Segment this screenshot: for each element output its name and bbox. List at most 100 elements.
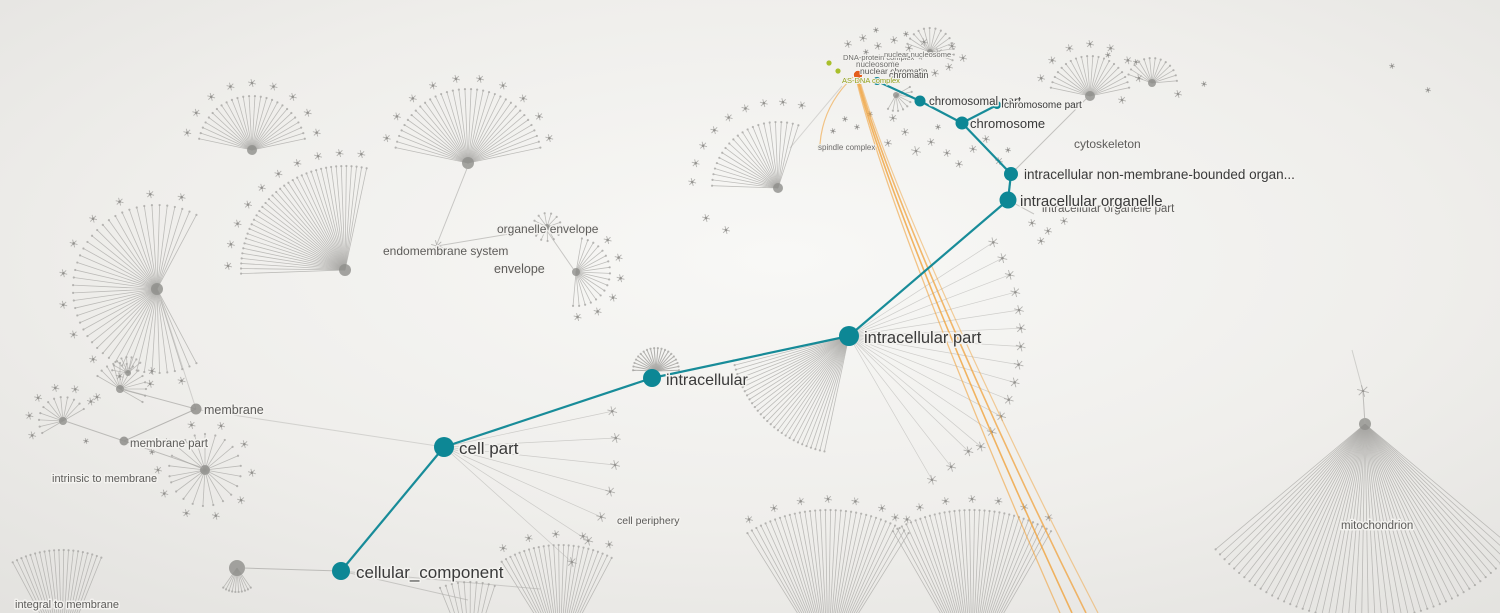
leaf-node-icon[interactable]	[1118, 96, 1126, 104]
leaf-node-icon[interactable]	[988, 237, 999, 248]
leaf-node-icon[interactable]	[933, 48, 943, 58]
leaf-node-icon[interactable]	[955, 160, 963, 168]
leaf-node-icon[interactable]	[51, 383, 60, 392]
leaf-node-icon[interactable]	[28, 431, 37, 440]
leaf-node-icon[interactable]	[872, 26, 880, 34]
leaf-node-icon[interactable]	[183, 128, 192, 137]
leaf-node-icon[interactable]	[1015, 323, 1026, 334]
leaf-node-icon[interactable]	[969, 145, 977, 153]
leaf-node-icon[interactable]	[240, 440, 249, 449]
leaf-node-icon[interactable]	[1200, 80, 1208, 88]
leaf-node-icon[interactable]	[610, 460, 621, 470]
leaf-node-icon[interactable]	[1003, 394, 1014, 405]
term-node[interactable]	[119, 436, 129, 446]
leaf-node-icon[interactable]	[963, 446, 974, 457]
leaf-node-icon[interactable]	[293, 159, 302, 168]
leaf-node-icon[interactable]	[428, 81, 437, 90]
leaf-node-icon[interactable]	[699, 141, 708, 150]
leaf-node-icon[interactable]	[901, 128, 909, 136]
leaf-node-icon[interactable]	[616, 274, 625, 283]
leaf-node-icon[interactable]	[244, 200, 252, 209]
leaf-node-icon[interactable]	[452, 74, 460, 83]
leaf-node-icon[interactable]	[1132, 58, 1140, 66]
leaf-node-icon[interactable]	[69, 239, 78, 248]
leaf-node-icon[interactable]	[959, 54, 967, 62]
highlighted-term-node[interactable]	[826, 60, 832, 66]
leaf-node-icon[interactable]	[603, 236, 612, 244]
leaf-node-icon[interactable]	[93, 393, 101, 401]
collapsed-cluster[interactable]	[11, 548, 103, 613]
leaf-node-icon[interactable]	[609, 293, 617, 302]
collapsed-cluster[interactable]	[239, 164, 368, 276]
leaf-node-icon[interactable]	[927, 138, 935, 146]
leaf-node-icon[interactable]	[146, 190, 155, 199]
collapsed-cluster[interactable]	[710, 120, 800, 193]
leaf-node-icon[interactable]	[177, 193, 186, 202]
collapsed-cluster[interactable]	[111, 355, 142, 376]
leaf-node-icon[interactable]	[86, 397, 95, 406]
leaf-node-icon[interactable]	[596, 512, 607, 522]
leaf-node-icon[interactable]	[824, 495, 832, 503]
leaf-node-icon[interactable]	[975, 441, 986, 452]
leaf-node-icon[interactable]	[891, 513, 900, 522]
leaf-node-icon[interactable]	[778, 98, 787, 107]
leaf-node-icon[interactable]	[982, 135, 990, 143]
leaf-node-icon[interactable]	[920, 38, 928, 46]
leaf-node-icon[interactable]	[844, 40, 852, 48]
leaf-node-icon[interactable]	[948, 42, 956, 50]
leaf-node-icon[interactable]	[874, 42, 882, 50]
leaf-node-icon[interactable]	[233, 219, 242, 228]
leaf-node-icon[interactable]	[573, 312, 582, 321]
leaf-node-icon[interactable]	[890, 36, 898, 44]
leaf-node-icon[interactable]	[535, 112, 544, 121]
leaf-node-icon[interactable]	[1004, 269, 1015, 280]
leaf-node-icon[interactable]	[519, 94, 528, 103]
leaf-node-icon[interactable]	[115, 372, 124, 381]
leaf-node-icon[interactable]	[1065, 44, 1074, 53]
leaf-node-icon[interactable]	[946, 461, 957, 472]
leaf-node-icon[interactable]	[917, 53, 925, 61]
leaf-node-icon[interactable]	[841, 115, 849, 123]
leaf-node-icon[interactable]	[607, 406, 618, 417]
collapsed-cluster[interactable]	[1127, 57, 1179, 87]
leaf-node-icon[interactable]	[1060, 217, 1068, 225]
leaf-node-icon[interactable]	[1010, 287, 1021, 298]
leaf-node-icon[interactable]	[115, 197, 124, 206]
leaf-node-icon[interactable]	[829, 127, 837, 135]
leaf-node-icon[interactable]	[146, 379, 155, 388]
leaf-node-icon[interactable]	[741, 104, 750, 113]
leaf-node-icon[interactable]	[915, 503, 924, 512]
node-chromosomal_part[interactable]	[914, 95, 926, 107]
collapsed-cluster[interactable]	[394, 87, 542, 169]
leaf-node-icon[interactable]	[566, 557, 577, 568]
leaf-node-icon[interactable]	[408, 94, 417, 103]
leaf-node-icon[interactable]	[593, 307, 602, 316]
leaf-node-icon[interactable]	[224, 261, 233, 270]
leaf-node-icon[interactable]	[59, 269, 68, 278]
leaf-node-icon[interactable]	[905, 44, 913, 52]
leaf-node-icon[interactable]	[1086, 40, 1094, 48]
leaf-node-icon[interactable]	[927, 474, 937, 485]
leaf-node-icon[interactable]	[877, 504, 886, 513]
collapsed-cluster[interactable]	[500, 543, 613, 613]
leaf-node-icon[interactable]	[889, 60, 897, 68]
leaf-node-icon[interactable]	[71, 385, 80, 394]
leaf-node-icon[interactable]	[941, 497, 950, 506]
leaf-node-icon[interactable]	[1424, 86, 1432, 94]
leaf-node-icon[interactable]	[257, 183, 266, 192]
node-chromosome_part[interactable]	[993, 101, 1001, 109]
leaf-node-icon[interactable]	[154, 466, 162, 474]
leaf-node-icon[interactable]	[237, 496, 245, 505]
highlighted-term-node[interactable]	[817, 144, 823, 150]
leaf-node-icon[interactable]	[851, 497, 860, 506]
leaf-node-icon[interactable]	[382, 134, 391, 143]
term-node[interactable]	[190, 403, 202, 415]
leaf-node-icon[interactable]	[177, 376, 186, 385]
leaf-node-icon[interactable]	[34, 393, 43, 402]
collapsed-cluster[interactable]	[1214, 418, 1500, 613]
highlighted-term-node[interactable]	[835, 68, 841, 74]
leaf-node-icon[interactable]	[217, 421, 226, 430]
leaf-node-icon[interactable]	[187, 420, 196, 429]
leaf-node-icon[interactable]	[862, 48, 870, 56]
